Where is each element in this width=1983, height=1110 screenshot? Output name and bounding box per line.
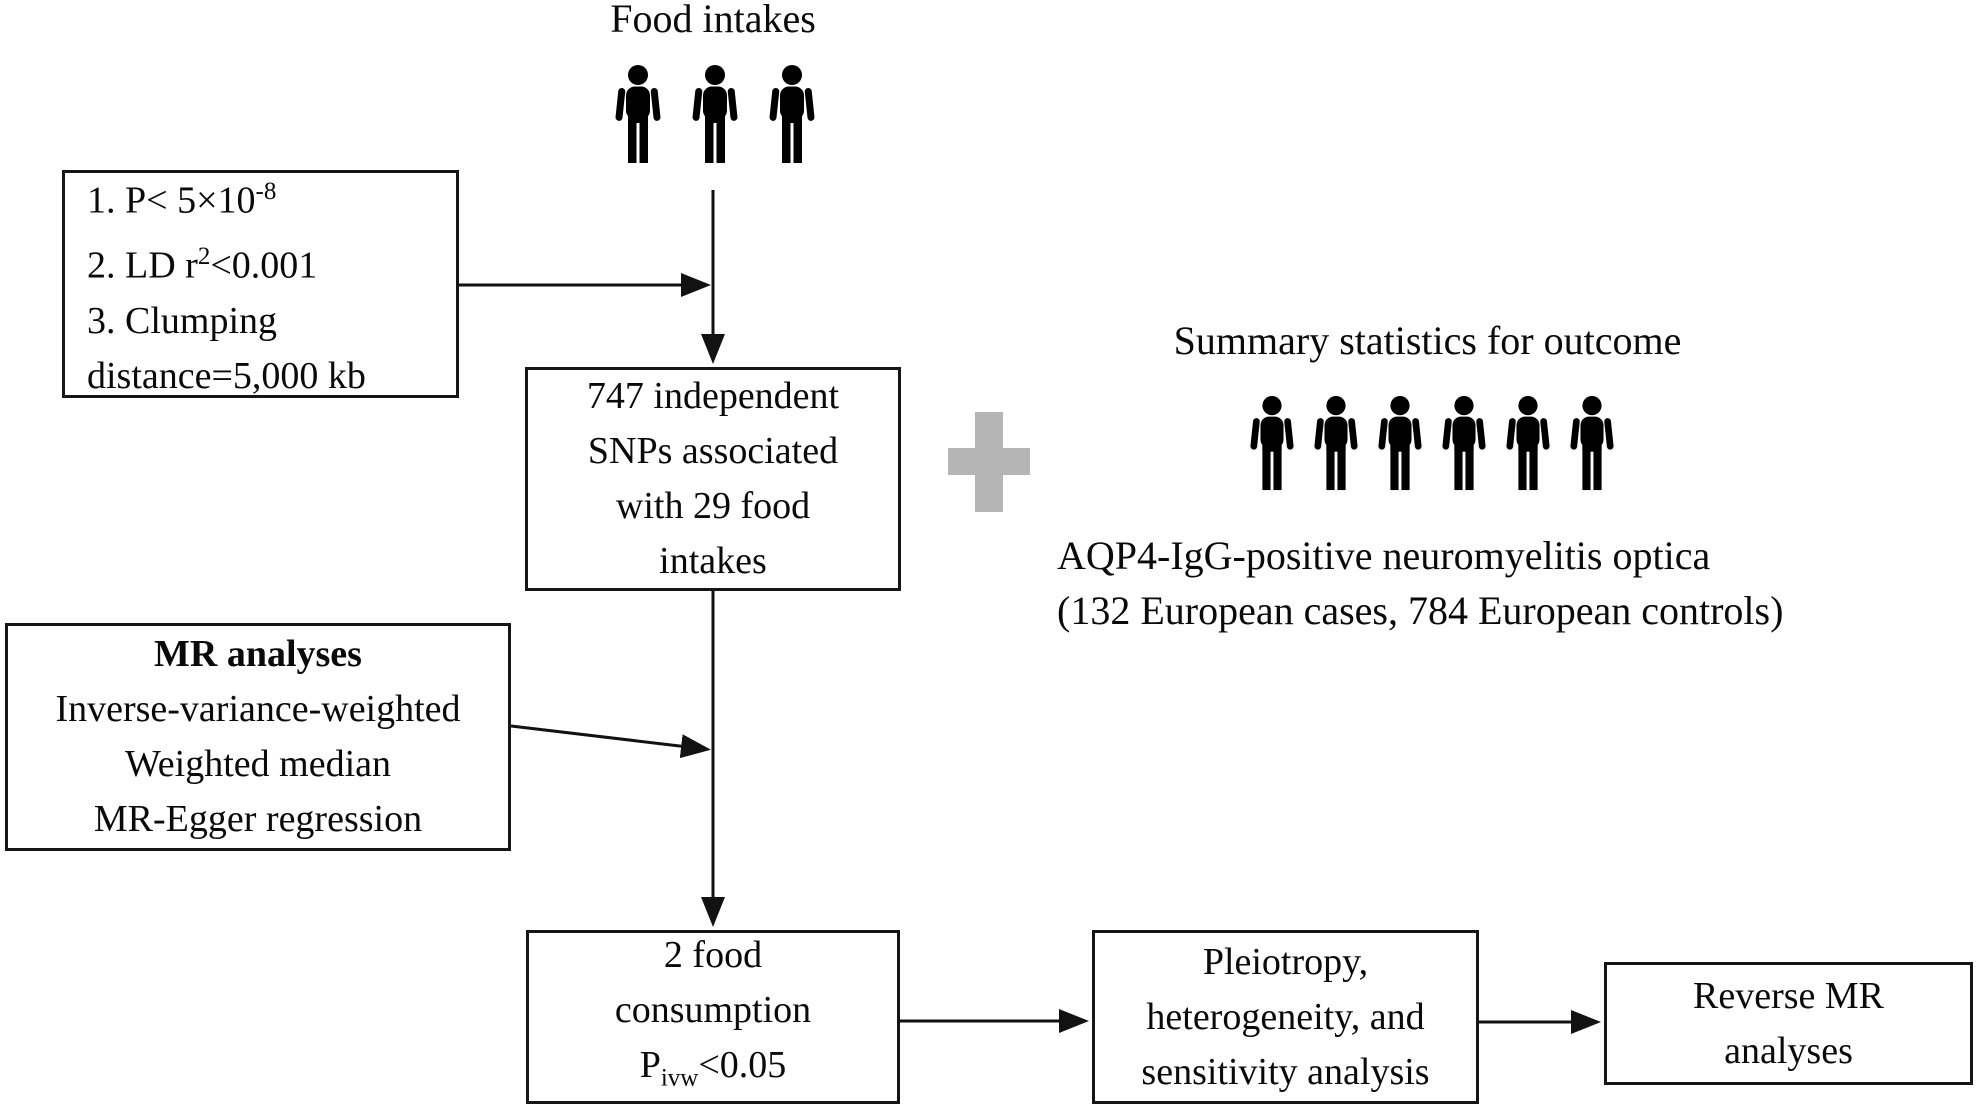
criteria-superscript: -8 xyxy=(255,178,277,206)
criteria-line: distance=5,000 kb xyxy=(87,354,366,397)
instrument-criteria-box: 1. P< 5×10-8 2. LD r2<0.001 3. Clumping … xyxy=(62,170,459,398)
outcome-person-icons xyxy=(1248,388,1616,492)
criteria-line: 1. P< 5×10-8 xyxy=(87,164,456,229)
person-icon xyxy=(692,65,738,163)
person-icon xyxy=(1570,396,1614,491)
snp-box-line: intakes xyxy=(659,540,767,582)
pvalue-symbol: P xyxy=(639,1044,661,1087)
plus-icon xyxy=(948,412,1030,512)
outcome-title: Summary statistics for outcome xyxy=(1173,318,1682,363)
mr-analyses-line: Inverse-variance-weighted xyxy=(55,688,461,730)
reverse-mr-box: Reverse MR analyses xyxy=(1604,962,1973,1085)
arrow-mranalyses-to-flow xyxy=(510,724,711,759)
pvalue-subscript: ivw xyxy=(660,1064,699,1092)
criteria-text: <0.001 xyxy=(210,244,318,287)
exposure-person-icons xyxy=(613,62,817,165)
outcome-description-line: (132 European cases, 784 European contro… xyxy=(1057,588,1784,633)
sensitivity-line: Pleiotropy, xyxy=(1202,940,1369,983)
snp-box-line: 747 independent xyxy=(586,375,840,417)
criteria-text: 2. LD r xyxy=(87,244,198,287)
sensitivity-line: heterogeneity, and xyxy=(1146,995,1425,1038)
sensitivity-line: sensitivity analysis xyxy=(1141,1050,1430,1093)
significant-foods-pvalue: Pivw<0.05 xyxy=(529,1038,897,1106)
mr-analyses-line: MR-Egger regression xyxy=(93,798,423,840)
outcome-description: AQP4-IgG-positive neuromyelitis optica (… xyxy=(1057,528,1783,638)
person-icon xyxy=(1506,396,1550,491)
sensitivity-analysis-box: Pleiotropy, heterogeneity, and sensitivi… xyxy=(1092,930,1479,1104)
person-icon xyxy=(1250,396,1294,491)
person-icon xyxy=(1442,396,1486,491)
mr-analyses-line: Weighted median xyxy=(124,743,392,785)
pvalue-threshold: <0.05 xyxy=(698,1044,787,1087)
person-icon xyxy=(1314,396,1358,491)
outcome-description-line: AQP4-IgG-positive neuromyelitis optica xyxy=(1057,533,1711,578)
mr-analyses-box: MR analyses Inverse-variance-weighted We… xyxy=(5,623,511,851)
snp-box-line: with 29 food xyxy=(615,485,811,527)
exposure-title: Food intakes xyxy=(610,0,816,41)
person-icon xyxy=(1378,396,1422,491)
snp-box-line: SNPs associated xyxy=(587,430,839,472)
reverse-mr-line: Reverse MR xyxy=(1692,974,1885,1017)
criteria-superscript: 2 xyxy=(197,243,211,270)
snp-box: 747 independent SNPs associated with 29 … xyxy=(525,367,901,591)
criteria-text: 1. P< 5×10 xyxy=(87,180,256,222)
significant-foods-box: 2 food consumption Pivw<0.05 xyxy=(526,930,900,1104)
criteria-line: 3. Clumping xyxy=(87,299,278,342)
person-icon xyxy=(615,65,661,163)
significant-foods-line: 2 food xyxy=(663,934,763,977)
mr-analyses-title: MR analyses xyxy=(154,633,362,675)
criteria-line: 2. LD r2<0.001 xyxy=(87,229,456,294)
significant-foods-line: consumption xyxy=(614,989,812,1032)
plus-icon-horizontal-bar xyxy=(948,448,1030,475)
person-icon xyxy=(769,65,815,163)
reverse-mr-line: analyses xyxy=(1724,1029,1853,1072)
